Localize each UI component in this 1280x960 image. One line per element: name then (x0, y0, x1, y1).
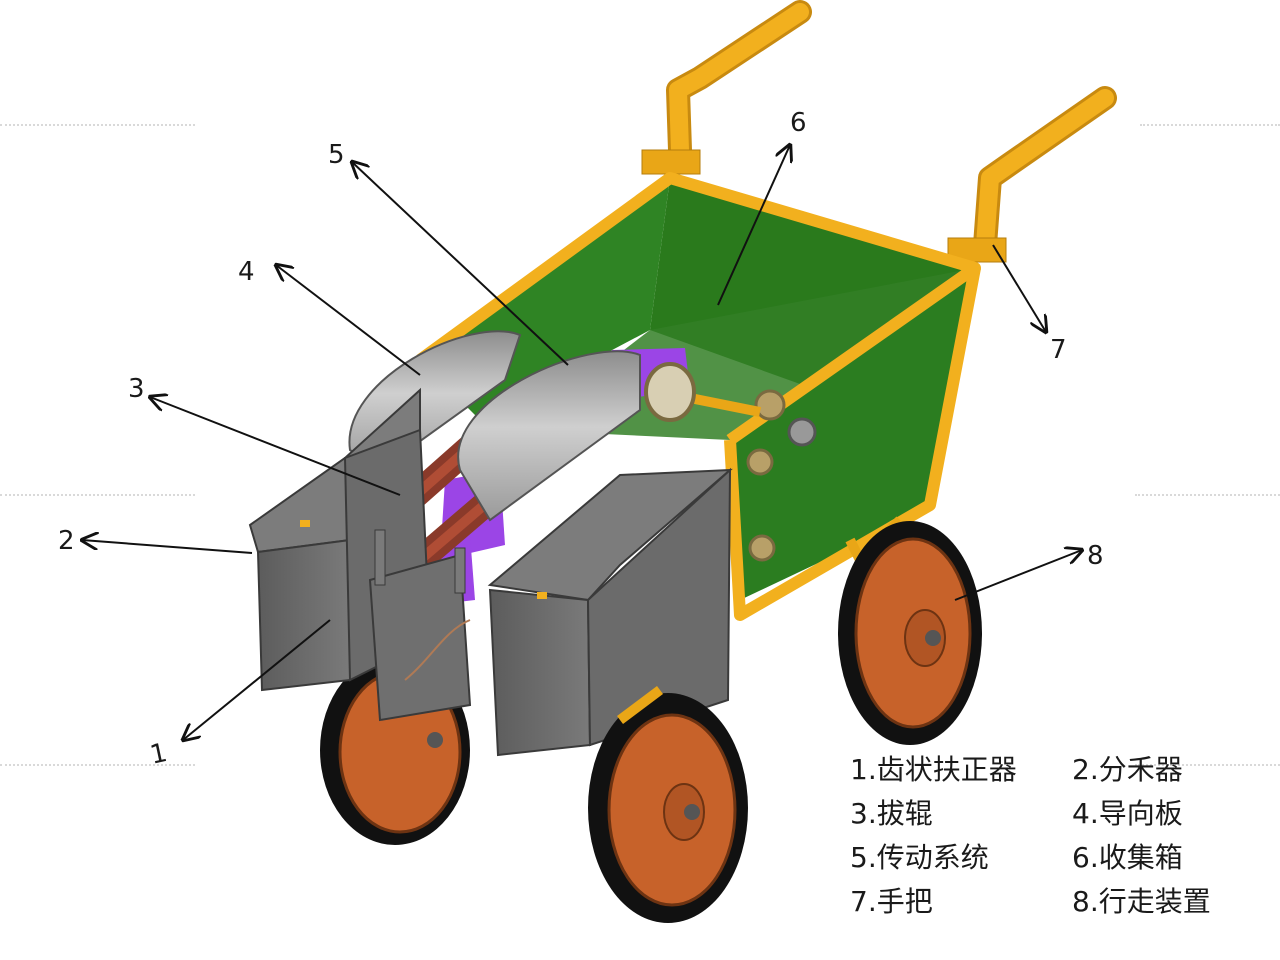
callout-number-6: 6 (790, 108, 807, 138)
callout-number-7: 7 (1050, 335, 1067, 365)
wheel-rear-right (838, 521, 982, 745)
crop-divider-right (487, 467, 733, 757)
crop-divider-left (248, 387, 432, 692)
callout-arrows (82, 145, 1082, 740)
legend-item-6: 6.收集箱 (1072, 841, 1183, 874)
slide-dotted-rule (0, 124, 195, 126)
legend-item-1: 1.齿状扶正器 (850, 753, 1017, 786)
legend-item-5: 5.传动系统 (850, 841, 989, 874)
slide-dotted-rule (0, 494, 195, 496)
slide-dotted-rule (1140, 124, 1280, 126)
callout-number-2: 2 (58, 526, 75, 556)
callout-number-1: 1 (148, 738, 170, 771)
legend-item-7: 7.手把 (850, 885, 933, 918)
legend-item-4: 4.导向板 (1072, 797, 1183, 830)
callout-number-4: 4 (238, 257, 255, 287)
wheel-front (588, 686, 748, 923)
handle-right (947, 86, 1117, 263)
callout-number-5: 5 (328, 140, 345, 170)
slide-dotted-rule (1135, 764, 1280, 766)
legend-item-3: 3.拔辊 (850, 797, 933, 830)
legend-item-2: 2.分禾器 (1072, 753, 1183, 786)
callout-number-3: 3 (128, 374, 145, 404)
callout-number-8: 8 (1087, 541, 1104, 571)
parts-legend: 1.齿状扶正器 2.分禾器 3.拔辊 4.导向板 5.传动系统 6.收集箱 7.… (850, 752, 1250, 920)
handle-left (641, 0, 812, 175)
toothed-straightener (368, 529, 472, 722)
legend-item-8: 8.行走装置 (1072, 885, 1211, 918)
slide-dotted-rule (0, 764, 195, 766)
slide-dotted-rule (1135, 494, 1280, 496)
